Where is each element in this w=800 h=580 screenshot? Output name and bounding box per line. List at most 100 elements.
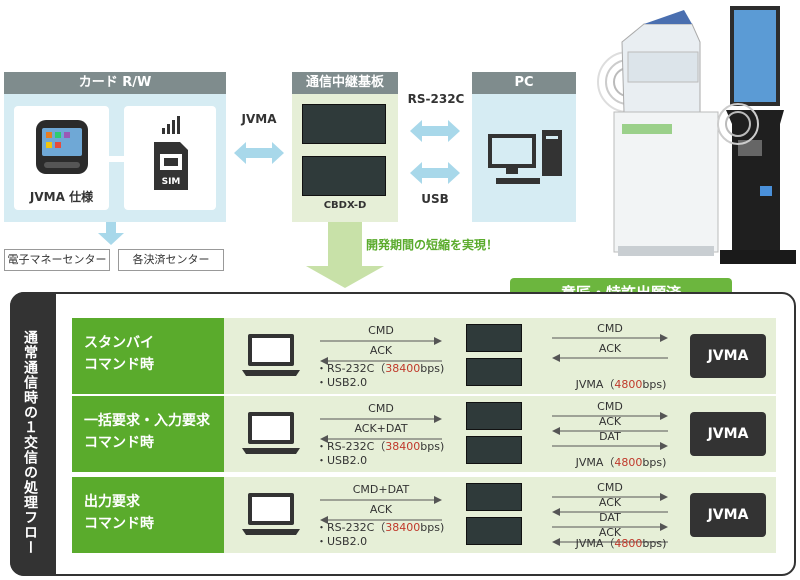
row-title-line2: コマンド時 xyxy=(84,516,154,532)
circuit-board-bottom xyxy=(302,156,386,196)
arrow-right-icon xyxy=(552,493,668,501)
right-spec-jvma: JVMA（4800bps) xyxy=(556,376,686,392)
spec-baud-value: 38400 xyxy=(385,440,421,453)
payment-center-box: 各決済センター xyxy=(118,249,224,271)
laptop-icon xyxy=(242,493,300,535)
circuit-board-icon xyxy=(466,436,522,464)
arrow-right-icon xyxy=(320,415,442,423)
card-reader-icon xyxy=(36,120,88,174)
laptop-icon xyxy=(242,334,300,376)
row-title-line1: 一括要求・入力要求 xyxy=(84,413,210,429)
flow-title-bar xyxy=(10,292,56,576)
rs232c-link-label: RS-232C xyxy=(407,92,465,106)
arrow-left-icon xyxy=(552,354,668,362)
laptop-icon xyxy=(242,412,300,454)
spec-baud-value: 4800 xyxy=(614,456,643,469)
emoney-center-box: 電子マネーセンター xyxy=(4,249,110,271)
jvma-device-box: JVMA xyxy=(690,412,766,456)
left-message-label: ACK xyxy=(369,503,393,516)
flow-title: 通常通信時の１交信の処理フロー xyxy=(22,330,38,555)
left-message-label: CMD+DAT xyxy=(352,483,410,496)
circuit-board-icon xyxy=(466,358,522,386)
right-message-label: DAT xyxy=(599,430,621,443)
dev-arrow-stem xyxy=(328,222,362,268)
relay-board-header: 通信中継基板 xyxy=(292,72,398,94)
right-message-label: ACK xyxy=(598,526,622,539)
left-spec-rs232c: ・RS-232C（38400bps) xyxy=(316,438,466,454)
spec-suffix: bps) xyxy=(642,537,667,550)
jvma-double-arrow xyxy=(234,142,284,164)
left-spec-rs232c: ・RS-232C（38400bps) xyxy=(316,519,466,535)
arrow-right-icon xyxy=(552,334,668,342)
panel-connector xyxy=(109,156,124,162)
arrow-left-icon xyxy=(552,538,668,546)
spec-baud-value: 38400 xyxy=(385,362,421,375)
rs232c-double-arrow xyxy=(410,120,460,142)
card-reader-box: JVMA 仕様 xyxy=(14,106,109,210)
row-title-line1: 出力要求 xyxy=(84,494,140,510)
spec-baud-value: 4800 xyxy=(614,378,643,391)
jvma-device-box: JVMA xyxy=(690,334,766,378)
row-title-line2: コマンド時 xyxy=(84,435,154,451)
left-spec-usb: ・USB2.0 xyxy=(316,376,368,389)
usb-double-arrow xyxy=(410,162,460,184)
dev-arrow-head xyxy=(306,266,384,288)
circuit-board-icon xyxy=(466,483,522,511)
sim-card-icon: SIM xyxy=(154,142,188,190)
right-message-label: CMD xyxy=(597,400,623,413)
down-arrow-head xyxy=(98,233,124,245)
spec-baud-value: 4800 xyxy=(614,537,643,550)
arrow-left-icon xyxy=(552,427,668,435)
card-rw-header: カード R/W xyxy=(4,72,226,94)
dev-period-text: 開発期間の短縮を実現！ xyxy=(366,238,499,252)
spec-suffix: bps) xyxy=(420,440,445,453)
jvma-link-label: JVMA xyxy=(241,112,277,126)
row-title-line2: コマンド時 xyxy=(84,357,154,373)
right-spec-jvma: JVMA（4800bps) xyxy=(556,454,686,470)
relay-board-panel: CBDX-D xyxy=(292,94,398,222)
svg-text:SIM: SIM xyxy=(162,177,181,187)
kiosk-machines-image xyxy=(597,6,796,264)
right-message-label: ACK xyxy=(598,496,622,509)
arrow-right-icon xyxy=(552,523,668,531)
down-arrow-stem xyxy=(106,222,116,234)
spec-prefix: JVMA（ xyxy=(575,537,615,550)
left-message-label: ACK xyxy=(369,344,393,357)
circuit-board-icon xyxy=(466,402,522,430)
spec-suffix: bps) xyxy=(642,378,667,391)
spec-suffix: bps) xyxy=(420,521,445,534)
right-spec-jvma: JVMA（4800bps) xyxy=(556,535,686,551)
left-message-label: ACK+DAT xyxy=(354,422,408,435)
arrow-left-icon xyxy=(320,357,442,365)
circuit-board-top xyxy=(302,104,386,144)
card-rw-panel: JVMA 仕様 SIM xyxy=(4,94,226,222)
spec-prefix: ・RS-232C（ xyxy=(316,440,386,453)
antenna-icon xyxy=(162,116,180,134)
spec-prefix: JVMA（ xyxy=(575,378,615,391)
spec-prefix: ・RS-232C（ xyxy=(316,521,386,534)
row-title-block: 一括要求・入力要求コマンド時 xyxy=(72,396,224,472)
jvma-device-box: JVMA xyxy=(690,493,766,537)
left-spec-usb: ・USB2.0 xyxy=(316,535,368,548)
right-message-label: DAT xyxy=(599,511,621,524)
left-message-label: CMD xyxy=(368,402,394,415)
arrow-left-icon xyxy=(320,516,442,524)
arrow-right-icon xyxy=(320,337,442,345)
row-title-line1: スタンバイ xyxy=(84,335,154,351)
circuit-board-icon xyxy=(466,517,522,545)
row-title-block: 出力要求コマンド時 xyxy=(72,477,224,553)
left-spec-usb: ・USB2.0 xyxy=(316,454,368,467)
arrow-right-icon xyxy=(320,496,442,504)
device-label: JVMA 仕様 xyxy=(29,190,94,204)
spec-prefix: JVMA（ xyxy=(575,456,615,469)
pc-header: PC xyxy=(472,72,576,94)
spec-suffix: bps) xyxy=(420,362,445,375)
right-message-label: CMD xyxy=(597,322,623,335)
arrow-left-icon xyxy=(320,435,442,443)
spec-baud-value: 38400 xyxy=(385,521,421,534)
arrow-right-icon xyxy=(552,412,668,420)
desktop-pc-icon xyxy=(488,130,562,184)
sim-box: SIM xyxy=(124,106,216,210)
arrow-left-icon xyxy=(552,508,668,516)
pc-panel xyxy=(472,94,576,222)
